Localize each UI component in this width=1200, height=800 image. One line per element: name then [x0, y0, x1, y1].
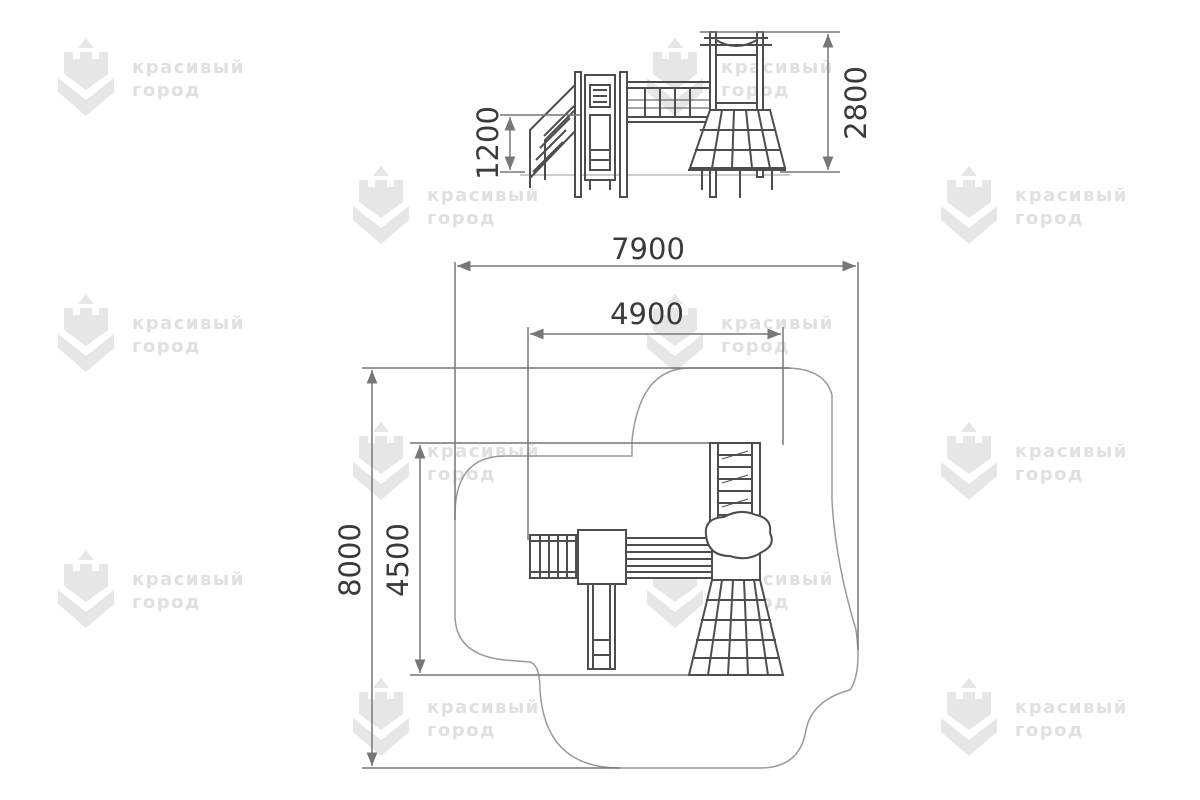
side-staircase: [529, 84, 581, 188]
safety-zone-outline: [454, 367, 859, 769]
plan-tower-roof: [704, 511, 773, 560]
side-elevation-view: [520, 31, 790, 198]
dim-side-height-low: 1200: [471, 106, 505, 180]
plan-slide: [587, 583, 616, 670]
plan-staircase: [529, 534, 577, 579]
plan-dimension-lines: [362, 260, 859, 769]
plan-equipment: [529, 442, 785, 676]
side-platform-tower: [574, 71, 628, 198]
side-tall-tower: [688, 31, 787, 198]
plan-ladder-walkway: [709, 442, 761, 524]
plan-platform: [577, 529, 627, 585]
dim-structure-depth: 4500: [381, 523, 415, 597]
dim-overall-depth: 8000: [333, 523, 367, 597]
dim-overall-width: 7900: [611, 232, 685, 266]
dim-structure-width: 4900: [610, 297, 684, 331]
side-dimension-lines: [500, 31, 840, 173]
dim-side-height-high: 2800: [839, 66, 873, 140]
plan-bridge: [625, 537, 713, 579]
side-bridge: [627, 81, 710, 123]
plan-climbing-net: [687, 579, 785, 676]
